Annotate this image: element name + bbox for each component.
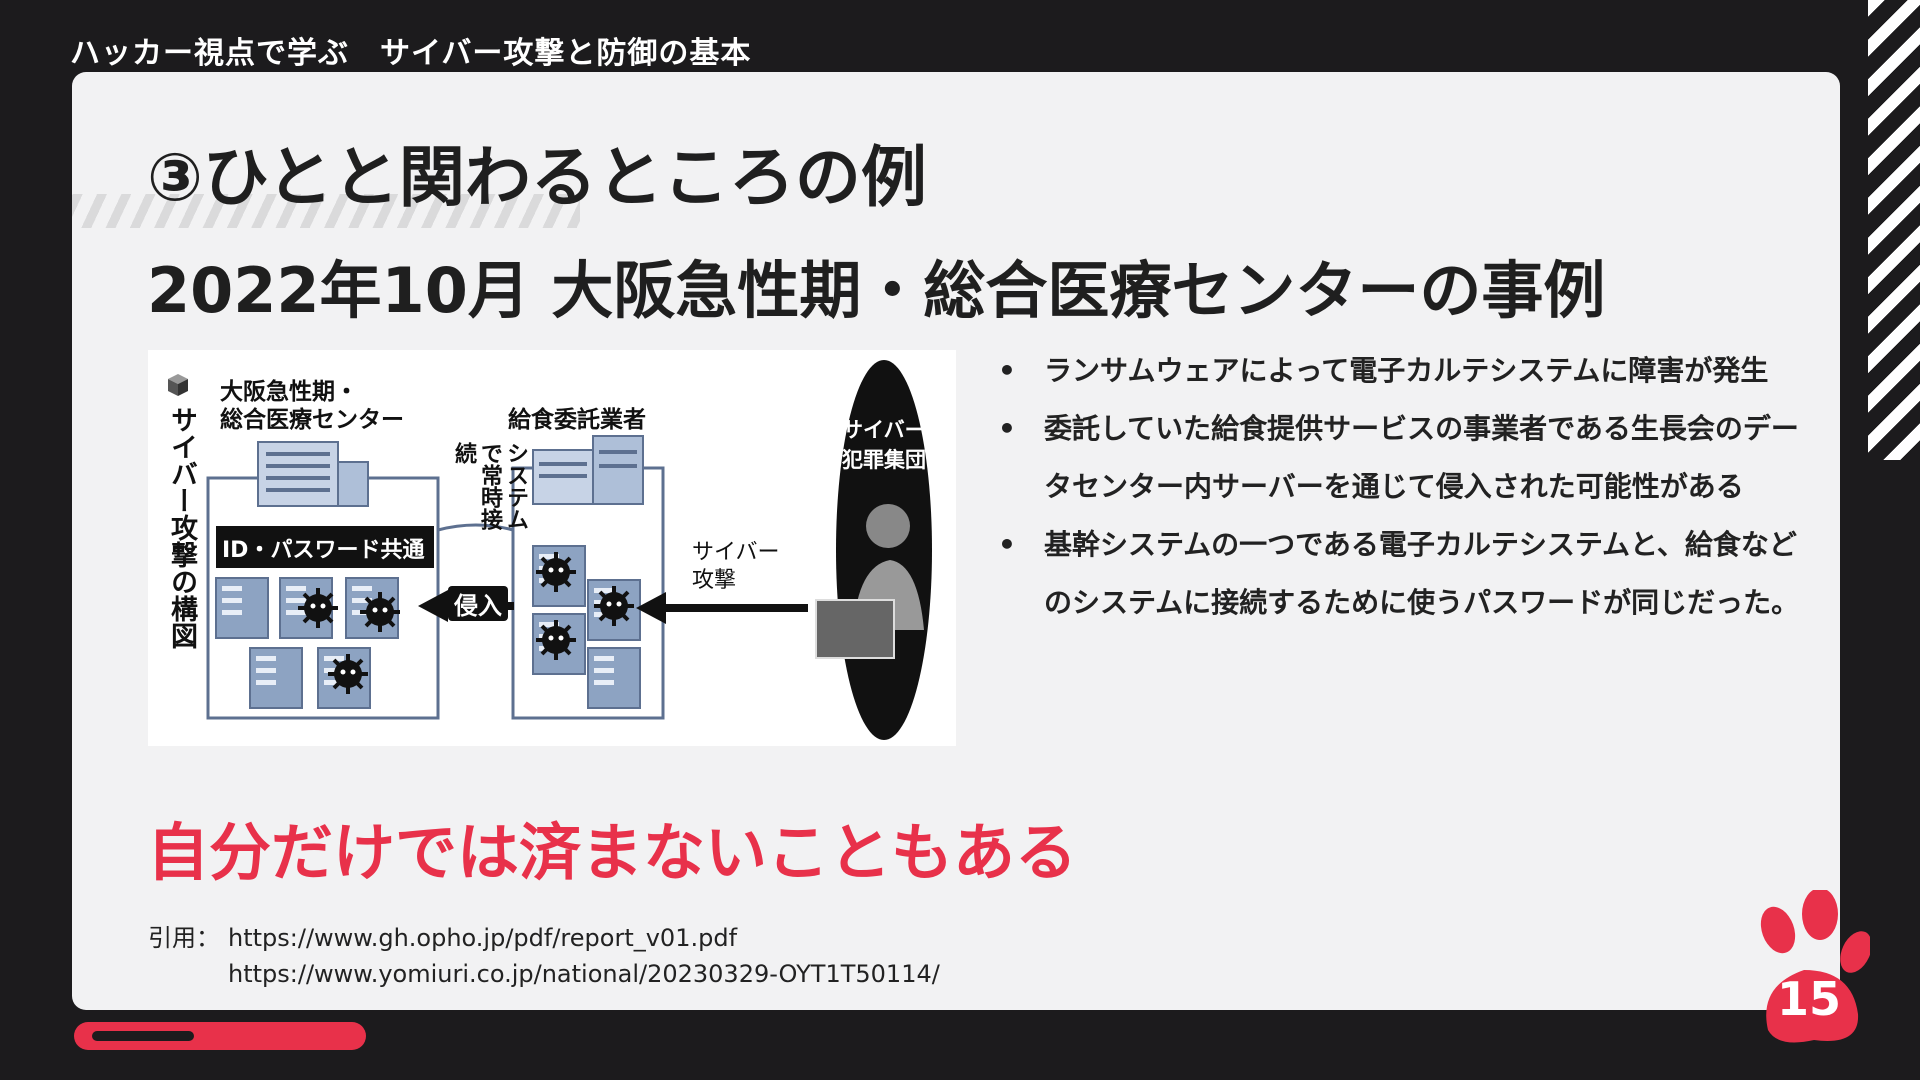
emphasis-message: 自分だけでは済まないこともある xyxy=(147,816,1078,889)
bullet-item: 委託していた給食提供サービスの事業者である生長会のデータセンター内サーバーを通じ… xyxy=(992,400,1812,516)
laptop-icon xyxy=(815,599,895,659)
group-label-line2: 犯罪集団 xyxy=(842,448,926,472)
bullet-item: ランサムウェアによって電子カルテシステムに障害が発生 xyxy=(992,342,1812,400)
progress-bar-fill xyxy=(92,1031,195,1041)
diagram-graphics xyxy=(168,360,932,740)
diagram-vertical-title: サイバー攻撃の構図 xyxy=(166,406,197,649)
vendor-label: 給食委託業者 xyxy=(508,407,646,433)
slide-card: ③ひとと関わるところの例 2022年10月 大阪急性期・総合医療センターの事例 xyxy=(72,72,1840,1010)
attack-label-line2: 攻撃 xyxy=(692,568,737,593)
paw-icon xyxy=(1760,890,1870,1043)
cube-icon xyxy=(168,374,188,396)
progress-bar xyxy=(74,1022,366,1050)
bullet-item: 基幹システムの一つである電子カルテシステムと、給食などのシステムに接続するために… xyxy=(992,516,1812,632)
decorative-stripes-left xyxy=(72,194,580,228)
constant-connection-label: システムで常時接続 xyxy=(451,442,528,530)
citation: 引用： https://www.gh.opho.jp/pdf/report_v01… xyxy=(148,920,940,992)
citation-label: 引用： xyxy=(148,924,220,952)
slide-subtitle: 2022年10月 大阪急性期・総合医療センターの事例 xyxy=(147,254,1606,327)
building-icon xyxy=(257,441,369,507)
shared-credentials-label: ID・パスワード共通 xyxy=(222,538,425,563)
intrusion-label: 侵入 xyxy=(448,586,508,621)
hospital-label-line1: 大阪急性期・ xyxy=(220,379,358,405)
slide-title: ③ひとと関わるところの例 xyxy=(147,139,927,216)
group-label-line1: サイバー xyxy=(842,418,926,442)
decorative-stripes-right xyxy=(1868,0,1920,460)
page-number: 15 xyxy=(1776,972,1841,1026)
citation-link[interactable]: https://www.gh.opho.jp/pdf/report_v01.pd… xyxy=(228,924,738,952)
citation-link[interactable]: https://www.yomiuri.co.jp/national/20230… xyxy=(228,960,940,988)
attack-label-line1: サイバー xyxy=(692,540,780,565)
bullet-list: ランサムウェアによって電子カルテシステムに障害が発生 委託していた給食提供サービ… xyxy=(992,342,1812,632)
building-icon xyxy=(532,435,644,505)
attack-structure-diagram: サイバー攻撃の構図 大阪急性期・ 総合医療センター 給食委託業者 ID・パスワー… xyxy=(148,350,956,746)
deck-title: ハッカー視点で学ぶ サイバー攻撃と防御の基本 xyxy=(70,36,752,71)
hospital-label-line2: 総合医療センター xyxy=(220,407,404,433)
